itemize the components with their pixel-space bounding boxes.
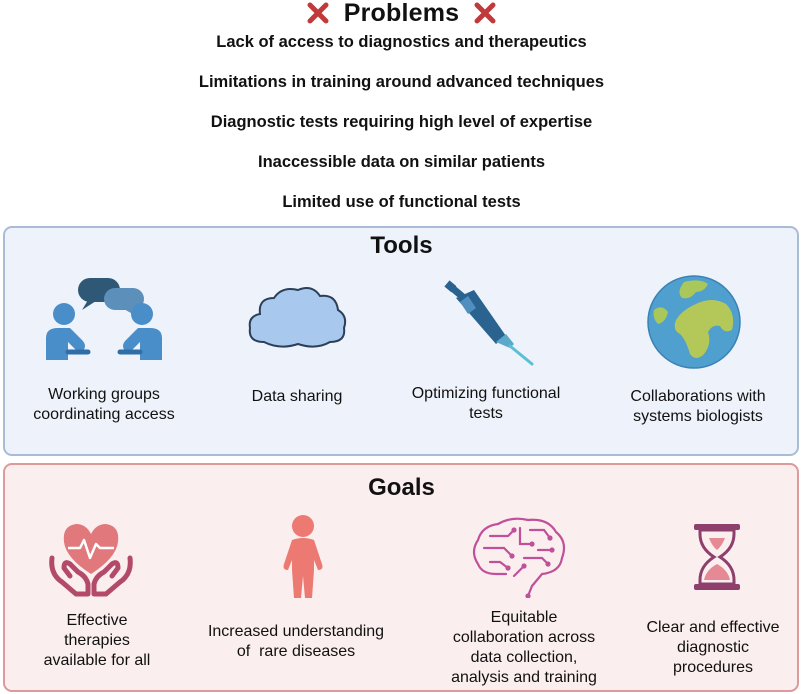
tool-label: Working groups coordinating access [18,385,190,425]
circuit-brain-icon [472,517,566,598]
goal-label-line: diagnostic [676,639,750,656]
goal-label: Clear and effective diagnostic procedure… [626,618,800,678]
tool-label-line: systems biologists [633,408,763,425]
tool-label: Data sharing [212,387,382,407]
goal-label-line: procedures [672,659,754,676]
x-mark-icon [474,2,496,24]
problems-title: Problems [343,0,460,27]
pipette-icon [444,280,534,366]
x-mark-icon [307,2,329,24]
goal-label-line: Equitable [490,609,558,626]
people-talking-icon [46,278,162,360]
goal-label-line: therapies [64,632,130,649]
goal-label-line: Clear and effective [646,619,780,636]
goal-label-line: analysis and training [451,669,597,686]
globe-icon [647,275,741,369]
goal-label-line: of rare diseases [236,643,356,660]
tool-label-line: Data sharing [251,388,343,405]
goal-label-line: data collection, [470,649,578,666]
goals-panel [3,463,799,692]
tool-label: Collaborations with systems biologists [604,387,792,427]
problem-item: Limitations in training around advanced … [198,73,605,91]
tool-label-line: Collaborations with [630,388,766,405]
goal-label: Increased understanding of rare diseases [190,622,402,662]
goals-title: Goals [368,474,435,501]
goal-label: Equitable collaboration across data coll… [424,608,624,688]
goal-label: Effective therapies available for all [22,611,172,671]
tools-title: Tools [370,232,433,259]
goal-label-line: collaboration across [452,629,596,646]
goal-label-line: available for all [43,652,151,669]
tool-label-line: coordinating access [33,406,175,423]
cloud-icon [248,287,347,348]
problem-item: Inaccessible data on similar patients [257,153,546,171]
tool-label: Optimizing functional tests [394,384,578,424]
problems-header: Problems [0,0,803,27]
child-icon [283,515,323,598]
problem-item: Diagnostic tests requiring high level of… [210,113,593,131]
problem-item: Lack of access to diagnostics and therap… [216,33,587,51]
goal-label-line: Increased understanding [207,623,385,640]
goal-label-line: Effective [66,612,128,629]
heart-hands-icon [49,524,133,597]
tool-label-line: Optimizing functional [411,385,561,402]
problem-item: Limited use of functional tests [282,193,521,211]
hourglass-icon [694,524,740,590]
tool-label-line: Working groups [48,386,160,403]
tool-label-line: tests [469,405,503,422]
